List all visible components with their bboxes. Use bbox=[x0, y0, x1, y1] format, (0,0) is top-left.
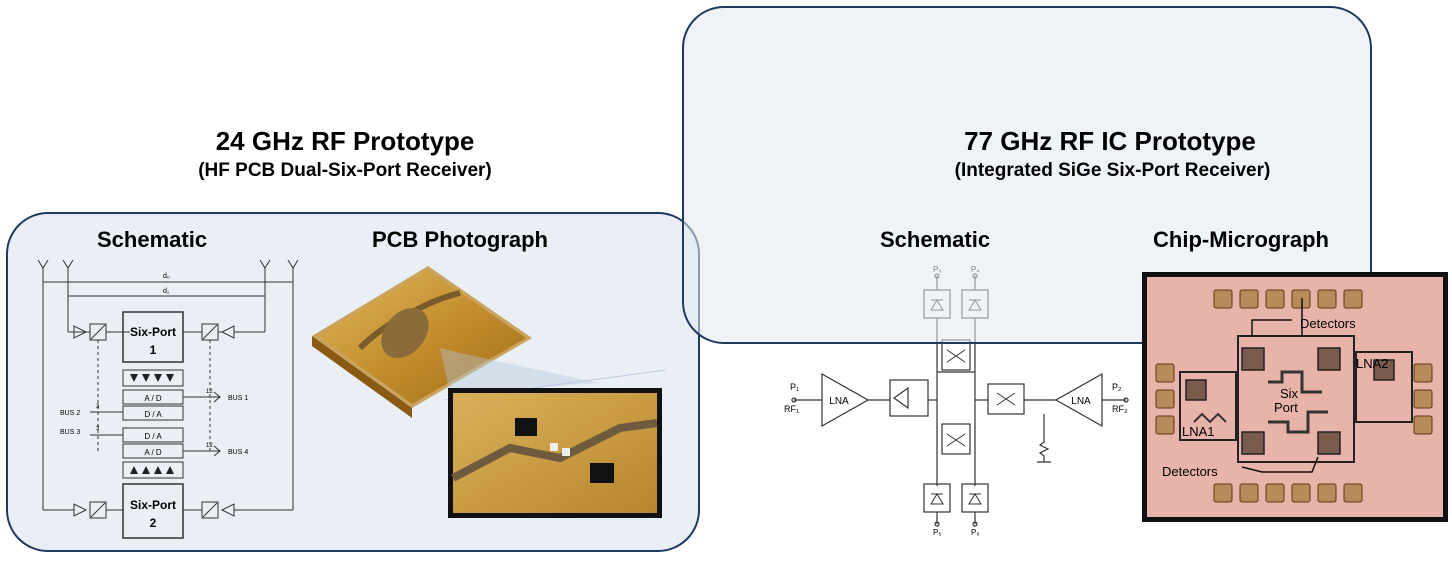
ad-label-bottom: A / D bbox=[144, 448, 162, 457]
d1-label: d₁ bbox=[163, 288, 170, 295]
six-port-1-number: 1 bbox=[150, 343, 157, 357]
schematic-label-77ghz: Schematic bbox=[880, 227, 991, 252]
pcb-photograph bbox=[312, 266, 666, 518]
detectors-bottom-label: Detectors bbox=[1162, 464, 1218, 479]
six-port-1-label: Six-Port bbox=[130, 325, 176, 339]
lna2-label: LNA2 bbox=[1356, 356, 1389, 371]
n12-bottom: 12 bbox=[206, 443, 213, 449]
six-port-line1: Six bbox=[1280, 386, 1299, 401]
chip-micrograph-label: Chip-Micrograph bbox=[1153, 227, 1329, 252]
p5-label: P₅ bbox=[933, 528, 942, 537]
six-port-line2: Port bbox=[1274, 400, 1298, 415]
pcb-photo-label: PCB Photograph bbox=[372, 227, 548, 252]
chip-micrograph: Detectors Detectors LNA1 LNA2 Six Port bbox=[1142, 272, 1448, 522]
rf1-label: RF₁ bbox=[784, 404, 799, 414]
title-24ghz: 24 GHz RF Prototype bbox=[215, 126, 475, 156]
p6-label: P₆ bbox=[971, 528, 980, 537]
bus2-label: BUS 2 bbox=[60, 410, 80, 417]
da-label-bottom: D / A bbox=[144, 432, 162, 441]
six-port-2-label: Six-Port bbox=[130, 498, 176, 512]
detectors-top-label: Detectors bbox=[1300, 316, 1356, 331]
n3-bottom: 3 bbox=[96, 426, 100, 432]
subtitle-24ghz: (HF PCB Dual-Six-Port Receiver) bbox=[198, 160, 492, 181]
bus4-label: BUS 4 bbox=[228, 449, 248, 456]
lna-right-label: LNA bbox=[1071, 396, 1091, 407]
schematic-label-24ghz: Schematic bbox=[97, 227, 208, 252]
lna-left-label: LNA bbox=[829, 396, 849, 407]
schematic-24ghz: Six-Port 1 Six-Port 2 A / D D / A D / A … bbox=[37, 259, 299, 539]
p1-label: P₁ bbox=[790, 382, 799, 392]
n3-top: 3 bbox=[96, 404, 100, 410]
lna1-label: LNA1 bbox=[1182, 424, 1215, 439]
p2-label: P₂ bbox=[1112, 382, 1122, 392]
title-77ghz: 77 GHz RF IC Prototype bbox=[964, 126, 1256, 156]
bus1-label: BUS 1 bbox=[228, 395, 248, 402]
subtitle-77ghz: (Integrated SiGe Six-Port Receiver) bbox=[954, 160, 1271, 181]
rf2-label: RF₂ bbox=[1112, 404, 1128, 414]
six-port-2-number: 2 bbox=[150, 516, 157, 530]
bus3-label: BUS 3 bbox=[60, 429, 80, 436]
n12-top: 12 bbox=[206, 389, 213, 395]
d0-label: d₀ bbox=[163, 273, 170, 280]
da-label-top: D / A bbox=[144, 410, 162, 419]
ad-label-top: A / D bbox=[144, 394, 162, 403]
six-port-core-label: Six Port bbox=[1274, 386, 1302, 415]
